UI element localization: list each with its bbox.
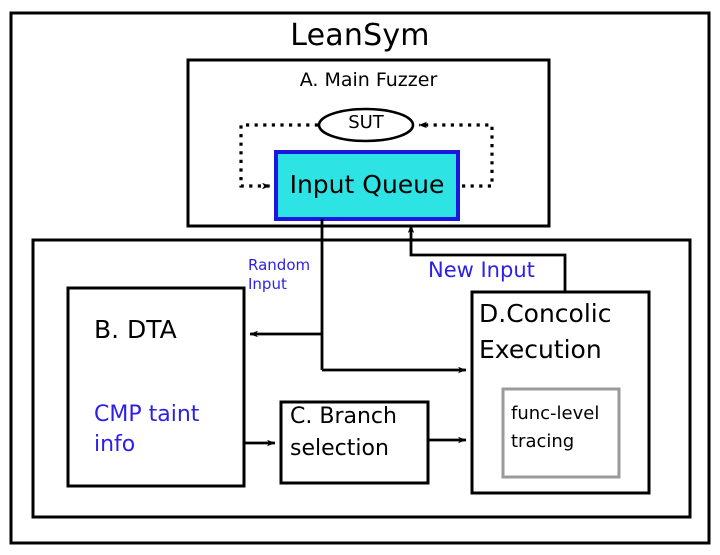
analysis-frame bbox=[31, 238, 692, 519]
new-input-edge bbox=[407, 224, 567, 292]
sut-ellipse bbox=[317, 107, 415, 143]
dta-box bbox=[66, 286, 246, 488]
queue-to-sut-dotted-edge bbox=[418, 121, 494, 188]
branch-selection-box bbox=[279, 400, 430, 485]
input-queue-box bbox=[274, 150, 460, 221]
func-level-tracing-box bbox=[501, 387, 621, 479]
